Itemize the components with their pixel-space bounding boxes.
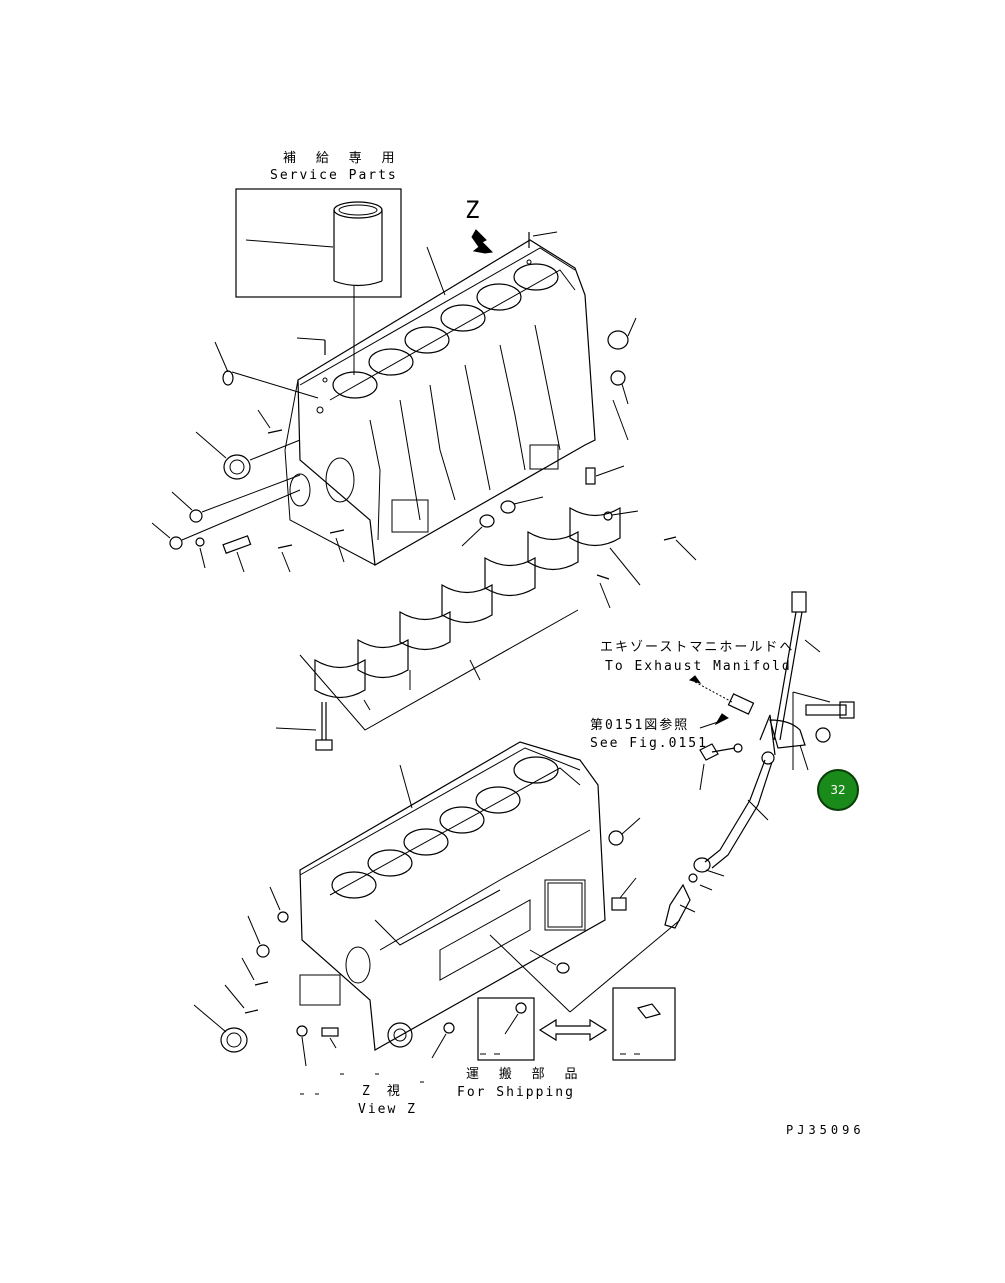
exhaust-label-jp: エキゾーストマニホールドへ	[600, 640, 795, 655]
dipstick-assembly	[664, 591, 855, 929]
upper-small-parts	[151, 231, 697, 609]
service-parts-label-jp: 補 給 専 用	[283, 151, 401, 166]
drawing-code: PJ35096	[786, 1123, 865, 1137]
view-z-marks	[300, 1073, 424, 1095]
view-letter-label: Z	[465, 196, 480, 224]
upper-cylinder-block	[284, 239, 596, 566]
bearing-caps	[299, 506, 641, 731]
service-parts-box	[235, 188, 402, 375]
view-z-arrow	[471, 229, 494, 254]
cap-bolt	[275, 702, 333, 751]
see-fig-label-jp: 第0151図参照	[590, 718, 690, 733]
service-parts-label-en: Service Parts	[270, 168, 398, 183]
part-callout-badge[interactable]: 32	[817, 769, 859, 811]
see-fig-label-en: See Fig.0151	[590, 736, 708, 751]
view-z-label-en: View Z	[358, 1102, 417, 1117]
shipping-detail	[477, 919, 681, 1061]
view-z-label-jp: Z 視	[362, 1084, 402, 1099]
lower-small-parts	[193, 817, 641, 1067]
shipping-label-en: For Shipping	[457, 1085, 575, 1100]
lower-cylinder-block	[299, 741, 606, 1051]
shipping-label-jp: 運 搬 部 品	[466, 1067, 584, 1082]
exhaust-label-en: To Exhaust Manifold	[605, 659, 792, 674]
